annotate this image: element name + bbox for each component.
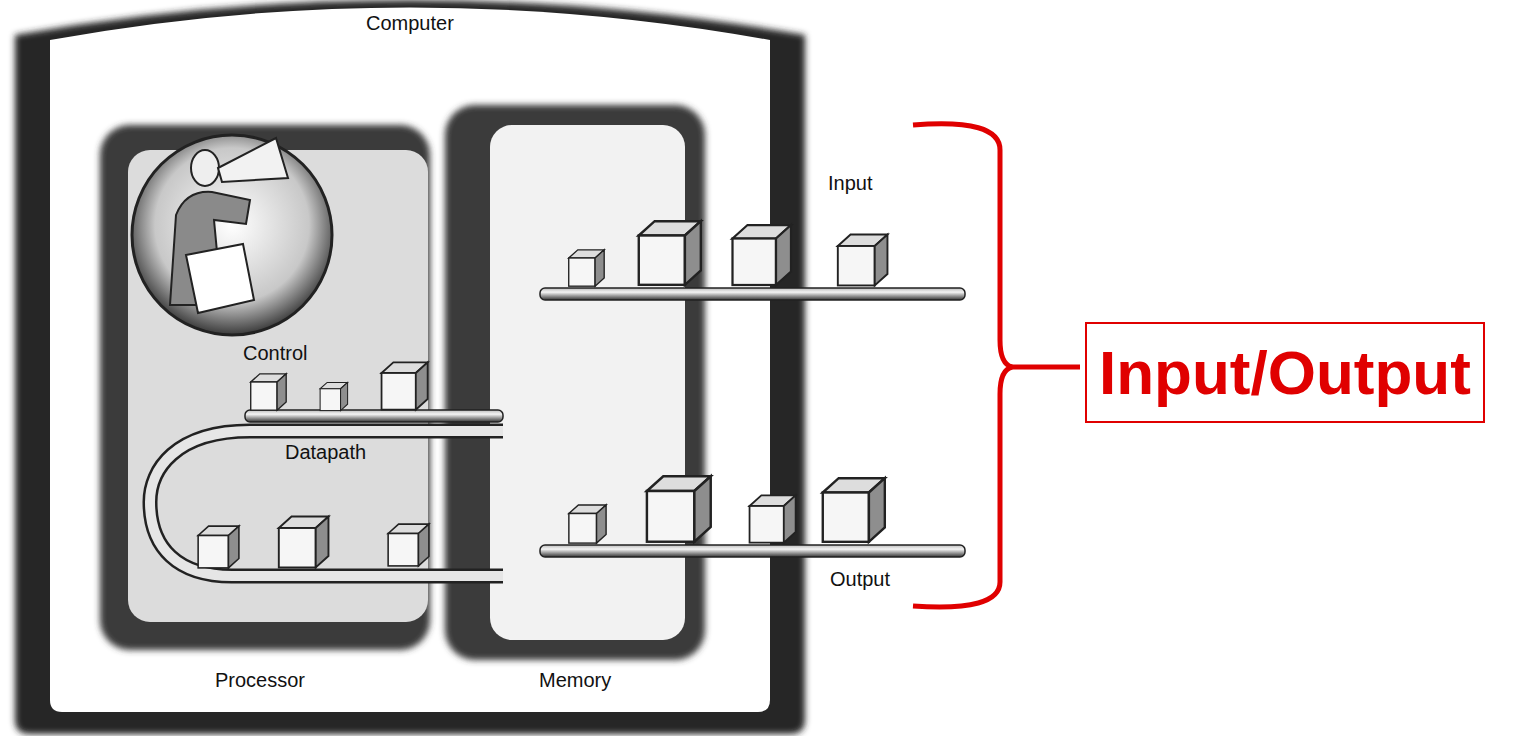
figure-head	[191, 150, 219, 186]
data-block	[569, 250, 604, 286]
data-block	[251, 374, 286, 410]
belt-label: Output	[830, 568, 890, 591]
data-block	[639, 221, 701, 285]
output-belt	[540, 545, 965, 557]
belt-label: Datapath	[285, 441, 366, 464]
data-block	[733, 225, 792, 285]
component-name: Computer	[366, 12, 454, 35]
computer-interior	[50, 8, 770, 713]
belt-label: Control	[243, 342, 307, 365]
data-block	[647, 476, 711, 541]
data-block	[382, 362, 428, 409]
data-block	[838, 235, 888, 286]
callout-title: Input/Output	[1099, 337, 1471, 408]
data-block	[569, 505, 606, 543]
megaphone	[218, 138, 288, 182]
belt-label: Input	[828, 172, 872, 195]
brace-leader	[1010, 365, 1080, 370]
control-belt	[245, 410, 503, 422]
data-block	[750, 495, 796, 542]
datapath-belt-edge	[150, 431, 503, 576]
component-name: Memory	[539, 669, 611, 692]
control-disc	[132, 135, 332, 335]
component-name: Processor	[215, 669, 305, 692]
computer-housing-box: ComputerProcessor Memory	[15, 0, 805, 735]
processor-box: Processor	[100, 125, 420, 700]
input-belt	[540, 288, 965, 300]
data-block	[388, 524, 429, 566]
datapath-belt	[150, 431, 503, 576]
memory-box: Memory	[445, 105, 705, 700]
io-callout-box: Input/Output	[1085, 322, 1485, 423]
curly-brace	[913, 124, 1012, 607]
memory-interior	[490, 125, 685, 640]
data-block	[279, 517, 329, 568]
data-block	[198, 526, 239, 568]
paper-sheet	[186, 244, 254, 313]
data-block	[823, 478, 885, 542]
computer-housing	[15, 0, 805, 734]
data-block	[320, 382, 347, 410]
